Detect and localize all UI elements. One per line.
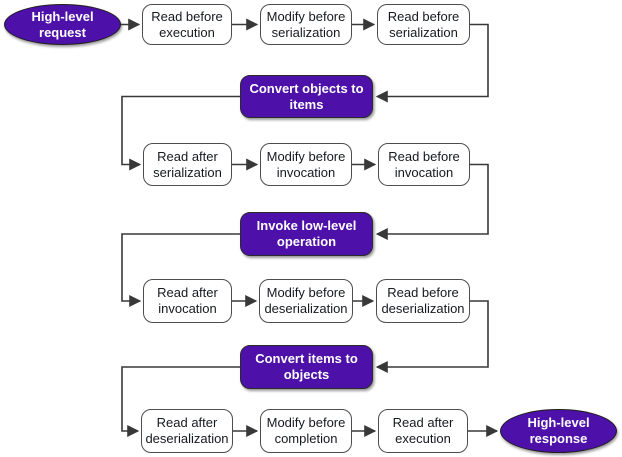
step-read-before-invocation: Read before invocation — [378, 143, 470, 186]
step-read-before-deserialization: Read before deserialization — [376, 279, 470, 323]
terminal-high-level-request: High-level request — [4, 4, 121, 45]
step-modify-before-invocation: Modify before invocation — [260, 143, 352, 186]
step-read-after-invocation: Read after invocation — [143, 279, 232, 323]
stage-convert-objects-to-items: Convert objects to items — [240, 75, 373, 118]
step-read-before-serialization: Read before serialization — [377, 4, 470, 45]
stage-invoke-low-level-operation: Invoke low-level operation — [240, 212, 373, 256]
step-read-after-serialization: Read after serialization — [143, 143, 232, 186]
terminal-high-level-response: High-level response — [500, 409, 617, 453]
step-read-before-execution: Read before execution — [142, 4, 232, 45]
step-modify-before-deserialization: Modify before deserialization — [259, 279, 353, 323]
step-modify-before-completion: Modify before completion — [260, 409, 352, 453]
step-modify-before-serialization: Modify before serialization — [260, 4, 352, 45]
step-read-after-execution: Read after execution — [378, 409, 468, 453]
stage-convert-items-to-objects: Convert items to objects — [240, 345, 373, 389]
step-read-after-deserialization: Read after deserialization — [141, 409, 233, 453]
